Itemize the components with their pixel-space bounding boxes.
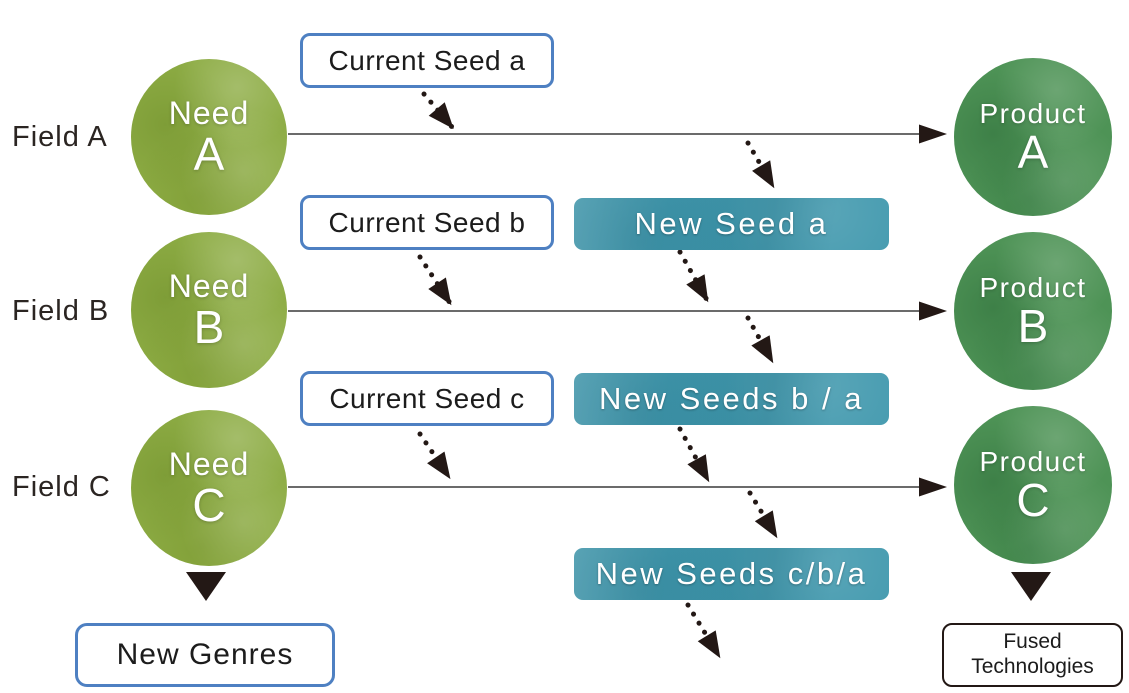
need-c-word: Need <box>168 445 250 482</box>
dotted-arrow-current-seed-b <box>417 254 453 306</box>
fused-technologies-box: Fused Technologies <box>942 623 1123 687</box>
need-b-circle: Need B <box>131 232 287 388</box>
need-a-word: Need <box>168 94 250 131</box>
new-seeds-cba-box: New Seeds c/b/a <box>574 548 889 600</box>
need-a-letter: A <box>193 128 225 181</box>
fused-technologies-line2: Technologies <box>971 655 1094 678</box>
flow-arrow-field-a <box>288 124 947 144</box>
product-b-word: Product <box>979 271 1087 303</box>
field-b-label: Field B <box>12 295 110 327</box>
product-a-word: Product <box>979 97 1087 129</box>
field-a-label: Field A <box>12 121 108 153</box>
dotted-arrow-line-a-to-new-seed-a <box>745 140 776 189</box>
product-b-circle: Product B <box>954 232 1112 390</box>
dotted-arrow-current-seed-a <box>421 91 455 130</box>
product-c-circle: Product C <box>954 406 1112 564</box>
down-triangle-need-c <box>186 572 226 601</box>
current-seed-b-box: Current Seed b <box>300 195 554 250</box>
dotted-arrow-current-seed-c <box>417 431 452 480</box>
need-c-circle: Need C <box>131 410 287 566</box>
down-triangle-product-c <box>1011 572 1051 601</box>
product-b-letter: B <box>1017 300 1049 353</box>
new-genres-box: New Genres <box>75 623 335 687</box>
need-b-letter: B <box>193 301 225 354</box>
current-seed-c-box: Current Seed c <box>300 371 554 426</box>
field-c-label: Field C <box>12 471 111 503</box>
fused-technologies-line1: Fused <box>1003 630 1062 654</box>
flow-arrow-field-c <box>288 477 947 497</box>
need-b-word: Need <box>168 267 250 304</box>
dotted-arrow-line-c-to-new-seeds-cba <box>747 490 779 539</box>
current-seed-a-box: Current Seed a <box>300 33 554 88</box>
product-a-circle: Product A <box>954 58 1112 216</box>
dotted-arrow-new-seeds-cba-onward <box>685 602 722 659</box>
need-c-letter: C <box>192 479 226 532</box>
dotted-arrow-new-seed-a-to-line-b <box>677 249 710 303</box>
dotted-arrow-new-seeds-ba-to-line-c <box>677 426 711 483</box>
product-c-letter: C <box>1016 474 1050 527</box>
flow-arrow-field-b <box>288 301 947 321</box>
new-seeds-ba-box: New Seeds b / a <box>574 373 889 425</box>
dotted-arrow-line-b-to-new-seeds-ba <box>745 315 775 364</box>
new-seed-a-box: New Seed a <box>574 198 889 250</box>
product-a-letter: A <box>1017 126 1049 179</box>
product-c-word: Product <box>979 445 1087 477</box>
need-a-circle: Need A <box>131 59 287 215</box>
